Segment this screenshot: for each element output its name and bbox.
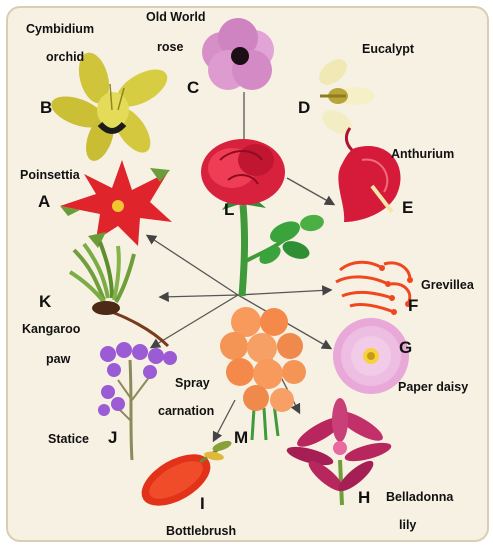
- letter-L: L: [224, 200, 234, 220]
- label-cymbidium-line2: orchid: [46, 50, 84, 64]
- label-spray-carnation-line1: Spray: [175, 376, 210, 390]
- label-cymbidium-line1: Cymbidium: [26, 22, 94, 36]
- label-statice: Statice: [48, 432, 89, 446]
- label-grevillea: Grevillea: [421, 278, 474, 292]
- letter-A: A: [38, 192, 50, 212]
- letter-D: D: [298, 98, 310, 118]
- arrow-to-I: [214, 400, 235, 440]
- label-paper-daisy: Paper daisy: [398, 380, 468, 394]
- anthurium-flower-E: [338, 128, 400, 222]
- label-oldworld-line2: rose: [157, 40, 183, 54]
- letter-J: J: [108, 428, 117, 448]
- letter-H: H: [358, 488, 370, 508]
- belladonna-lily-flower-H: [285, 398, 393, 505]
- label-oldworld-line1: Old World: [146, 10, 206, 24]
- label-kangaroo-line2: paw: [46, 352, 70, 366]
- letter-E: E: [402, 198, 413, 218]
- letter-B: B: [40, 98, 52, 118]
- arrow-to-K: [161, 295, 238, 297]
- arrow-to-E: [287, 178, 333, 204]
- arrow-to-A: [148, 236, 238, 295]
- grevillea-flower-F: [336, 262, 410, 312]
- label-belladonna-line1: Belladonna: [386, 490, 453, 504]
- label-kangaroo-line1: Kangaroo: [22, 322, 80, 336]
- letter-G: G: [399, 338, 412, 358]
- rose-flower-L: [201, 139, 325, 296]
- letter-F: F: [408, 296, 418, 316]
- letter-K: K: [39, 292, 51, 312]
- bottlebrush-flower-I: [133, 439, 233, 516]
- orchid-flower-B: [47, 49, 173, 164]
- rose-flower-C: [202, 18, 274, 90]
- label-belladonna-line2: lily: [399, 518, 416, 532]
- label-eucalypt: Eucalypt: [362, 42, 414, 56]
- label-poinsettia: Poinsettia: [20, 168, 80, 182]
- letter-C: C: [187, 78, 199, 98]
- kangaroo-paw-flower-K: [70, 242, 168, 346]
- label-bottlebrush: Bottlebrush: [166, 524, 236, 538]
- letter-I: I: [200, 494, 205, 514]
- arrow-to-F: [238, 290, 330, 295]
- eucalypt-flower-D: [314, 54, 375, 139]
- label-anthurium: Anthurium: [391, 147, 454, 161]
- label-spray-carnation-line2: carnation: [158, 404, 214, 418]
- letter-M: M: [234, 428, 248, 448]
